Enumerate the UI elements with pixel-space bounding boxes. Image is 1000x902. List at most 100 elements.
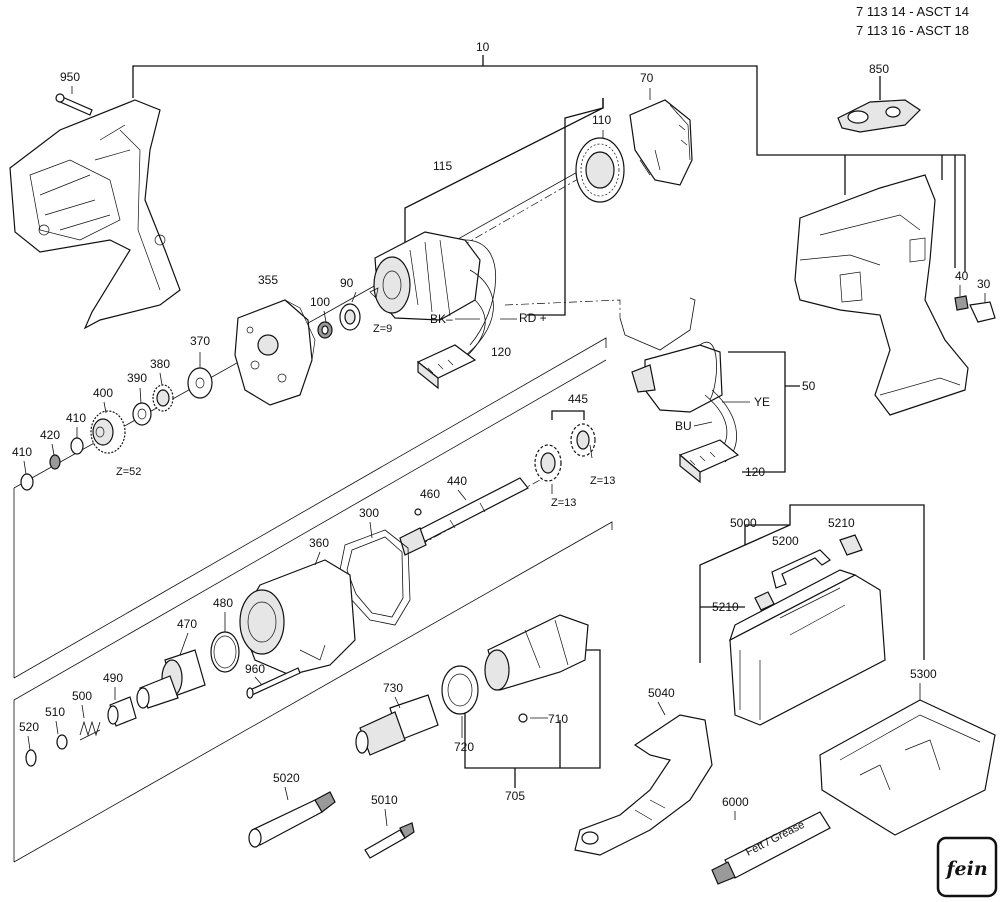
- leader-445: [551, 410, 585, 420]
- bearing-380: [152, 384, 174, 412]
- o-ring-480: [210, 631, 240, 673]
- fein-logo: fein: [936, 836, 998, 898]
- gear-445-a: [534, 444, 562, 482]
- latch-5210-a: [839, 534, 863, 556]
- spring-500: [79, 720, 101, 741]
- electronics-module-50: [619, 297, 737, 463]
- case-insert-5300: [819, 699, 996, 836]
- model-line-1: 7 113 14 - ASCT 14: [856, 4, 969, 19]
- wire-label-ye: YE: [754, 395, 770, 409]
- carry-case-5000: [728, 569, 886, 726]
- gear-housing-360: [239, 559, 356, 676]
- gear-445-b: [570, 423, 596, 457]
- handle-5200: [771, 549, 831, 589]
- label-480: 480: [213, 596, 233, 610]
- label-710: 710: [548, 712, 568, 726]
- left-housing-shell: [9, 99, 181, 330]
- motor-115: [369, 231, 481, 321]
- centerline-wires: [504, 299, 621, 318]
- label-410-outer: 410: [12, 445, 32, 459]
- label-5210-top: 5210: [828, 516, 855, 530]
- label-370: 370: [190, 334, 210, 348]
- ball-460: [414, 508, 422, 516]
- label-90: 90: [340, 276, 354, 290]
- label-110: 110: [592, 113, 611, 127]
- label-50: 50: [802, 379, 816, 393]
- leader-705: [464, 649, 601, 788]
- screw-950: [55, 93, 93, 116]
- label-850: 850: [869, 62, 889, 76]
- tooth-count-z13-a: Z=13: [551, 497, 576, 509]
- label-960: 960: [245, 662, 265, 676]
- label-10: 10: [476, 40, 490, 54]
- bit-holder-5020: [248, 791, 336, 848]
- label-5000: 5000: [730, 516, 757, 530]
- label-445: 445: [568, 392, 588, 406]
- tooth-count-z52: Z=52: [116, 466, 141, 478]
- label-5010: 5010: [371, 793, 398, 807]
- leader-5000: [699, 504, 925, 663]
- ring-410-outer: [20, 473, 34, 491]
- label-115: 115: [433, 159, 452, 173]
- leader-ticks: [23, 86, 986, 827]
- connector-120-switch: [678, 439, 740, 484]
- label-720: 720: [454, 740, 474, 754]
- label-355: 355: [258, 273, 278, 287]
- label-410-inner: 410: [66, 411, 86, 425]
- cover-70: [629, 99, 693, 186]
- spindle-440: [399, 477, 529, 556]
- label-5020: 5020: [273, 771, 300, 785]
- ball-710: [518, 713, 528, 723]
- label-520: 520: [19, 720, 39, 734]
- ring-720: [441, 665, 479, 715]
- label-950: 950: [60, 70, 80, 84]
- bearing-90: [339, 303, 361, 331]
- belt-clip-5040: [574, 714, 713, 856]
- label-5200: 5200: [772, 534, 799, 548]
- label-5300: 5300: [910, 667, 937, 681]
- label-390: 390: [127, 371, 147, 385]
- label-470: 470: [177, 617, 197, 631]
- clutch-730: [355, 694, 439, 756]
- label-360: 360: [309, 536, 329, 550]
- wire-label-bu: BU: [675, 419, 692, 433]
- washer-390: [132, 402, 152, 426]
- adapter-470: [136, 649, 206, 709]
- label-420: 420: [40, 428, 60, 442]
- switch-button-850: [837, 99, 921, 133]
- label-300: 300: [359, 506, 379, 520]
- model-line-2: 7 113 16 - ASCT 18: [856, 23, 969, 38]
- logo-text: fein: [944, 858, 987, 880]
- nosepiece: [484, 614, 589, 691]
- label-490: 490: [103, 671, 123, 685]
- leader-110: [527, 98, 604, 316]
- label-705: 705: [505, 789, 525, 803]
- leader-bu: [693, 421, 713, 427]
- part-30: [969, 301, 996, 323]
- part-40: [954, 295, 969, 311]
- washer-370: [187, 367, 213, 399]
- gear-housing-355: [234, 299, 316, 406]
- screw-960: [246, 667, 301, 699]
- right-housing-shell: [794, 174, 969, 416]
- bearing-100: [317, 321, 333, 339]
- ring-520: [25, 749, 37, 767]
- group-frame-gearbox: [13, 359, 613, 863]
- label-460: 460: [420, 487, 440, 501]
- grease-tube-6000: Fett / Grease: [711, 811, 831, 885]
- ring-410-inner: [70, 437, 84, 455]
- label-5210-side: 5210: [712, 600, 739, 614]
- label-100: 100: [310, 295, 330, 309]
- sleeve-490: [107, 696, 137, 727]
- tooth-count-z9: Z=9: [373, 323, 392, 335]
- leader-115: [404, 98, 604, 248]
- label-400: 400: [93, 386, 113, 400]
- label-40: 40: [955, 269, 969, 283]
- gear-ring-110: [575, 137, 625, 203]
- wire-label-bk: BK–: [430, 312, 453, 326]
- label-6000: 6000: [722, 795, 749, 809]
- connector-120-motor: [416, 344, 477, 390]
- label-730: 730: [383, 681, 403, 695]
- label-30: 30: [977, 277, 991, 291]
- label-120-switch: 120: [745, 465, 765, 479]
